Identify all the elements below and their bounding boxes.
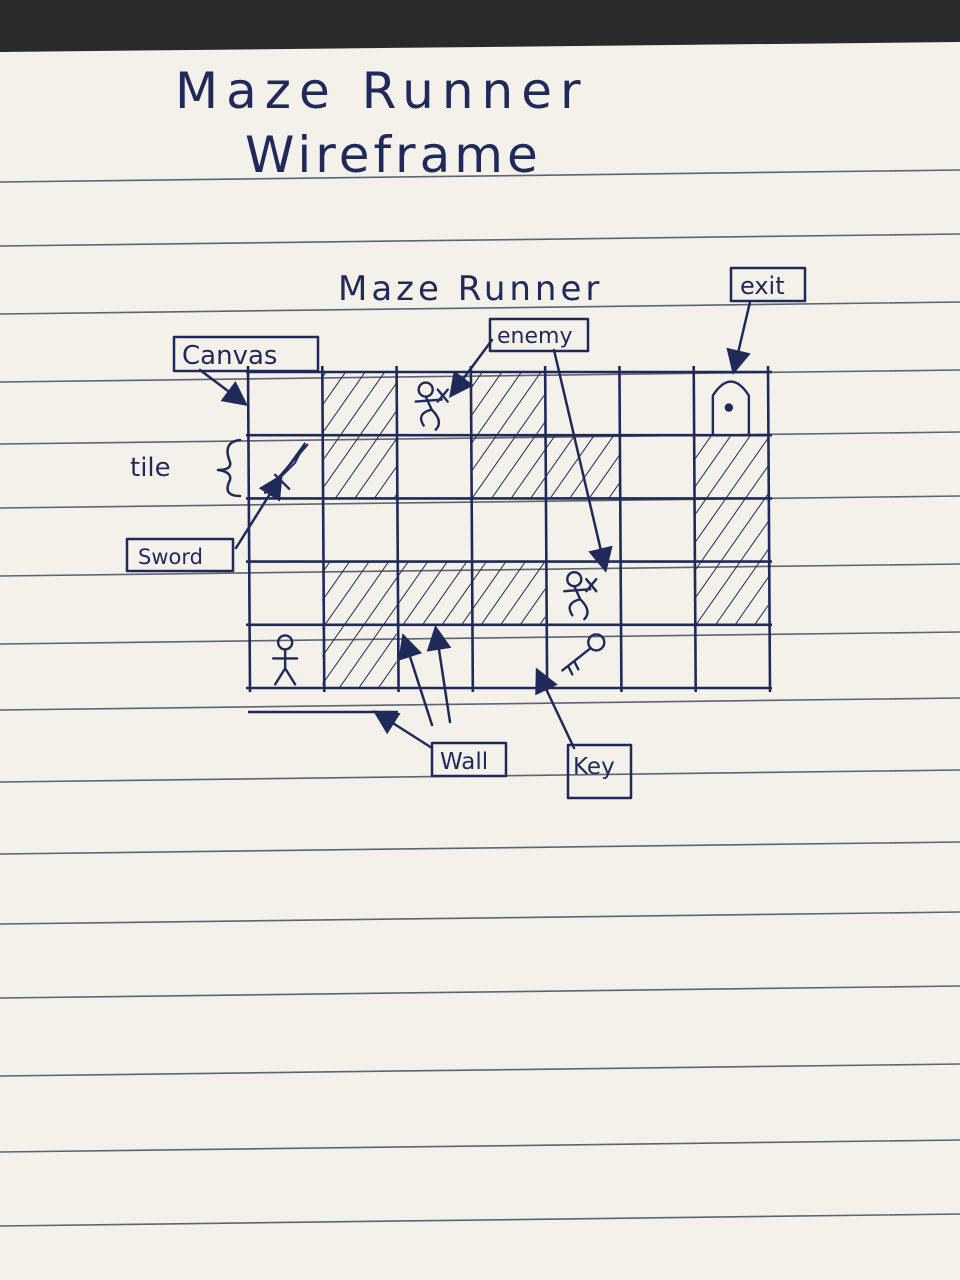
diagram-heading: Maze Runner: [338, 269, 603, 309]
svg-text:exit: exit: [740, 272, 785, 300]
rule-line: [0, 233, 960, 247]
rule-line: [0, 495, 960, 509]
grid-column-line: [469, 365, 475, 693]
svg-text:tile: tile: [130, 453, 171, 483]
enemy-figure-icon: [414, 381, 449, 431]
svg-text:Key: Key: [573, 754, 615, 780]
rule-line: [0, 1063, 960, 1077]
tile-wall: [322, 561, 397, 625]
rule-line: [0, 1213, 960, 1227]
tile-wall: [322, 435, 397, 499]
wall-label: Wall: [430, 741, 508, 778]
tile-wall: [322, 624, 397, 688]
tile-wall: [470, 561, 546, 625]
door-icon: [711, 380, 751, 435]
enemy-label: enemy: [488, 317, 590, 353]
enemy-figure-icon: [563, 571, 598, 621]
rule-line: [0, 1139, 960, 1153]
page-title-line2: Wireframe: [245, 126, 542, 184]
rule-line: [0, 697, 960, 711]
page-title-line1: Maze Runner: [175, 62, 589, 120]
grid-column-line: [618, 365, 623, 693]
stick-figure-icon: [271, 634, 299, 686]
tile-wall: [693, 435, 768, 499]
rule-line: [0, 301, 960, 315]
rule-line: [0, 985, 960, 999]
tile-label: tile: [130, 438, 242, 498]
rule-line: [0, 911, 960, 925]
tile-wall: [396, 561, 471, 625]
svg-text:Wall: Wall: [440, 749, 488, 775]
grid-column-line: [692, 365, 698, 693]
grid-column-line: [766, 365, 772, 693]
tile-wall: [470, 435, 546, 499]
grid-column-line: [543, 365, 549, 693]
tile-wall: [470, 372, 546, 436]
key-label: Key: [566, 743, 633, 800]
rule-line: [0, 631, 960, 645]
rule-line: [0, 841, 960, 855]
sword-label: Sword: [125, 537, 235, 573]
tile-wall: [693, 561, 768, 625]
grid-column-line: [320, 365, 326, 693]
annotation-arrows: [198, 300, 752, 750]
tile-wall: [693, 498, 768, 562]
svg-text:enemy: enemy: [497, 324, 572, 349]
key-icon: [561, 633, 606, 676]
canvas-label: Canvas: [172, 335, 320, 373]
paper-sheet: [0, 42, 960, 1280]
exit-label: exit: [729, 266, 807, 303]
rule-line: [0, 169, 960, 183]
svg-text:Canvas: Canvas: [182, 341, 277, 371]
svg-text:Sword: Sword: [138, 545, 203, 569]
maze-grid: [246, 365, 772, 714]
tile-wall: [322, 372, 397, 436]
